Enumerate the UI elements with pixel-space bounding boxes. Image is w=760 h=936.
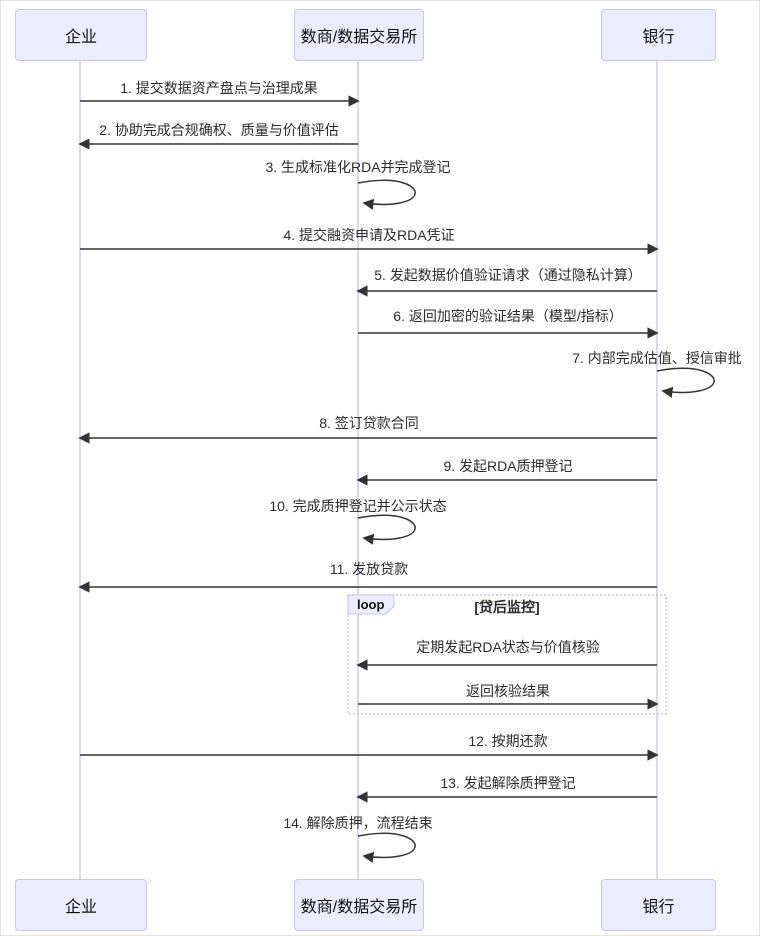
actor-top-enterprise[interactable]: 企业 [15,9,147,61]
actor-top-bank[interactable]: 银行 [601,9,716,61]
message-label-9: 9. 发起RDA质押登记 [443,458,573,474]
actor-label: 银行 [642,29,675,46]
message-label-3: 3. 生成标准化RDA并完成登记 [265,159,451,175]
loop-title: [贷后监控] [474,599,540,615]
actor-bottom-data-exchange[interactable]: 数商/数据交易所 [294,879,424,931]
actor-label: 数商/数据交易所 [300,899,418,916]
self-loop-msg-10 [357,514,416,545]
loop-message-label-2: 返回核验结果 [466,683,550,699]
message-label-10: 10. 完成质押登记并公示状态 [269,498,447,514]
self-loop-msg-3 [357,179,416,210]
message-label-8: 8. 签订贷款合同 [319,415,419,431]
message-label-5: 5. 发起数据价值验证请求（通过隐私计算） [374,267,642,283]
actor-label: 银行 [642,899,675,916]
loop-message-label-1: 定期发起RDA状态与价值核验 [416,639,600,655]
self-loop-msg-14 [357,832,416,863]
actor-label: 数商/数据交易所 [300,29,418,46]
message-label-1: 1. 提交数据资产盘点与治理成果 [120,80,318,96]
message-label-7: 7. 内部完成估值、授信审批 [572,350,742,366]
actor-label: 企业 [64,899,97,916]
actor-top-data-exchange[interactable]: 数商/数据交易所 [294,9,424,61]
loop-label-shape [347,594,395,615]
message-label-2: 2. 协助完成合规确权、质量与价值评估 [99,122,339,138]
message-label-11: 11. 发放贷款 [329,561,409,577]
message-label-13: 13. 发起解除质押登记 [440,775,576,791]
loop-box [347,594,667,715]
message-label-12: 12. 按期还款 [468,733,548,749]
message-label-6: 6. 返回加密的验证结果（模型/指标） [393,308,623,324]
actor-bottom-bank[interactable]: 银行 [601,879,716,931]
actor-bottom-enterprise[interactable]: 企业 [15,879,147,931]
actor-label: 企业 [64,29,97,46]
self-loop-msg-7 [656,367,715,398]
message-label-4: 4. 提交融资申请及RDA凭证 [283,227,455,243]
message-label-14: 14. 解除质押，流程结束 [283,815,433,831]
loop-keyword-label: loop [357,597,385,612]
